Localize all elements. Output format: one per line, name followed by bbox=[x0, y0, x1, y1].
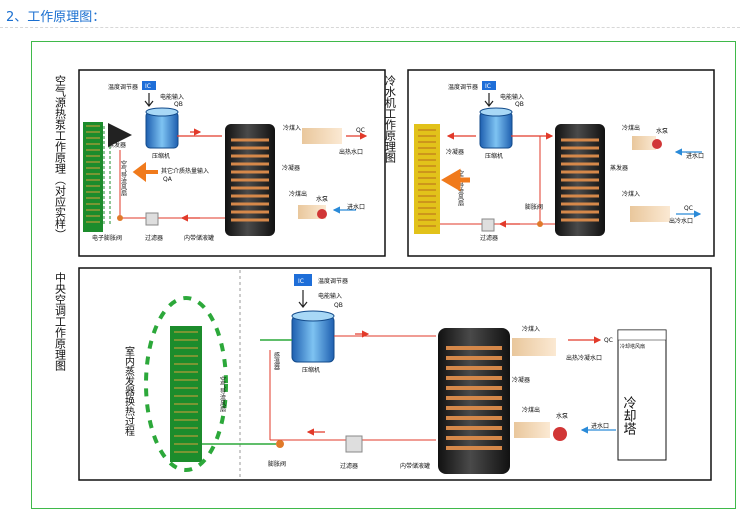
panel3-indoor-coil bbox=[170, 326, 202, 462]
panel3-title: 中央空调工作原理图 bbox=[54, 272, 67, 372]
panel1-pump bbox=[317, 209, 327, 219]
panel3-airflow-loop bbox=[144, 296, 228, 472]
panel3-water-in: 进水口 bbox=[591, 422, 609, 430]
panel3-compressor-label: 压缩机 bbox=[302, 366, 320, 374]
panel2-filter-label: 过滤器 bbox=[480, 234, 498, 242]
panel1-qa: QA bbox=[163, 176, 173, 183]
panel2-water-in: 进水口 bbox=[686, 152, 704, 160]
panel-air-source-heat-pump: 空气源热泵工作原理（对应实样） IC 温度调节器 电能输入 QB 压缩机 蒸发器… bbox=[54, 69, 386, 257]
panel1-ic-label: IC bbox=[145, 83, 151, 90]
panel2-cold-fitting bbox=[630, 206, 670, 222]
panel2-temp-ctrl: 温度调节器 bbox=[448, 83, 478, 91]
panel3-tower-label: 冷却塔 bbox=[621, 396, 637, 435]
panel3-filter bbox=[345, 435, 363, 453]
panel1-compressor bbox=[145, 111, 179, 149]
panel3-inlet-fitting bbox=[514, 422, 550, 438]
panel2-pump-label: 水泵 bbox=[656, 127, 668, 135]
panel1-title: 空气源热泵工作原理（对应实样） bbox=[54, 74, 67, 240]
panel1-evaporator-label: 蒸发器 bbox=[108, 141, 126, 149]
panel3-exp-valve-label: 膨胀阀 bbox=[268, 460, 286, 468]
panel2-cold-water-out: 出冷水口 bbox=[669, 217, 693, 225]
panel1-pump-label: 水泵 bbox=[316, 195, 328, 203]
panel1-other-heat-arrow bbox=[132, 162, 158, 182]
panel3-filter-label: 过滤器 bbox=[340, 462, 358, 470]
panel1-exp-valve bbox=[117, 215, 123, 221]
panel2-filter bbox=[481, 218, 495, 232]
panel3-qb: QB bbox=[334, 302, 343, 309]
panel2-heat-out-arrow bbox=[441, 168, 470, 192]
panel3-qc: QC bbox=[604, 337, 613, 344]
panel3-condensed-water-out: 出热冷凝水口 bbox=[566, 354, 602, 362]
panel3-power-in: 电能输入 bbox=[318, 292, 342, 300]
panel1-power-arrow bbox=[144, 93, 154, 107]
panel1-temp-ctrl: 温度调节器 bbox=[108, 83, 138, 91]
panel3-condenser-label: 冷凝器 bbox=[512, 376, 530, 384]
panel2-ic-label: IC bbox=[485, 83, 491, 90]
section-heading: 2、工作原理图： bbox=[6, 10, 106, 25]
diagram-frame bbox=[31, 41, 736, 509]
panel1-compressor-label: 压缩机 bbox=[152, 152, 170, 160]
panel1-hot-fitting bbox=[302, 128, 342, 144]
panel3-fan-label: 空气导流风扇 bbox=[219, 375, 226, 413]
panel1-other-heat: 其它介质热量输入 bbox=[161, 167, 209, 175]
panel1-ic-box bbox=[142, 81, 156, 90]
panel3-indoor-label: 室内蒸发器换热过程 bbox=[123, 345, 135, 436]
panel3-tower-fan-label: 冷却塔风扇 bbox=[620, 343, 645, 350]
panel3-temp-ctrl: 温度调节器 bbox=[318, 277, 348, 285]
panel2-exp-valve-label: 膨胀阀 bbox=[525, 203, 543, 211]
panel1-power-in: 电能输入 bbox=[160, 93, 184, 101]
panel2-exp-valve bbox=[537, 221, 543, 227]
panel1-water-in: 进水口 bbox=[347, 203, 365, 211]
panel-central-ac: 中央空调工作原理图 IC 温度调节器 电能输入 QB 压缩机 感温器 室内蒸发器… bbox=[54, 267, 712, 481]
panel2-condenser-label: 冷凝器 bbox=[446, 148, 464, 156]
panel2-ic-box bbox=[482, 81, 496, 90]
panel1-condenser-label: 冷凝器 bbox=[282, 164, 300, 172]
panel2-evaporator-label: 蒸发器 bbox=[610, 164, 628, 172]
panel3-hot-fitting bbox=[512, 338, 556, 356]
panel3-ic-label: IC bbox=[298, 278, 304, 285]
panel2-refrigerant-out: 冷煤出 bbox=[622, 124, 640, 132]
panel3-refrigerant-in: 冷煤入 bbox=[522, 325, 540, 333]
panel1-refrigerant-out: 冷煤出 bbox=[289, 190, 307, 198]
panel1-filter-label: 过滤器 bbox=[145, 234, 163, 242]
panel3-refrigerant-out: 冷煤出 bbox=[522, 406, 540, 414]
panel3-ic-box bbox=[294, 274, 312, 286]
heading-divider bbox=[0, 27, 740, 28]
panel1-exp-valve-label: 电子膨胀阀 bbox=[92, 234, 122, 242]
panel2-pump bbox=[652, 139, 662, 149]
panel3-tank-label: 内带储液罐 bbox=[400, 462, 430, 470]
panel3-cooling-tower bbox=[617, 329, 667, 461]
panel1-fan-label: 空气导流风扇 bbox=[120, 159, 127, 197]
panel2-inlet-fitting bbox=[632, 136, 656, 150]
panel3-compressor bbox=[291, 315, 335, 363]
panel2-title: 冷水机工作原理图 bbox=[384, 75, 397, 164]
panel2-qc: QC bbox=[684, 205, 693, 212]
panel2-compressor-label: 压缩机 bbox=[485, 152, 503, 160]
panel3-sensor-label: 感温器 bbox=[273, 351, 280, 371]
panel1-refrigerant-in: 冷煤入 bbox=[283, 124, 301, 132]
panel3-pump bbox=[553, 427, 567, 441]
panel2-condenser-coil bbox=[414, 124, 440, 234]
panel1-filter bbox=[145, 212, 159, 226]
panel1-tank-label: 内带储液罐 bbox=[184, 234, 214, 242]
panel3-exp-valve bbox=[276, 440, 284, 448]
panel1-hot-water-out: 出热水口 bbox=[339, 148, 363, 156]
panel2-qb: QB bbox=[515, 101, 524, 108]
panel2-refrigerant-in: 冷煤入 bbox=[622, 190, 640, 198]
panel1-qc: QC bbox=[356, 127, 365, 134]
panel2-power-in: 电能输入 bbox=[500, 93, 524, 101]
panel1-qb: QB bbox=[174, 101, 183, 108]
panel3-pump-label: 水泵 bbox=[556, 412, 568, 420]
panel2-compressor bbox=[479, 111, 513, 149]
panel-chiller: 冷水机工作原理图 IC 温度调节器 电能输入 QB 压缩机 冷凝器 空气导流风扇… bbox=[384, 69, 715, 257]
